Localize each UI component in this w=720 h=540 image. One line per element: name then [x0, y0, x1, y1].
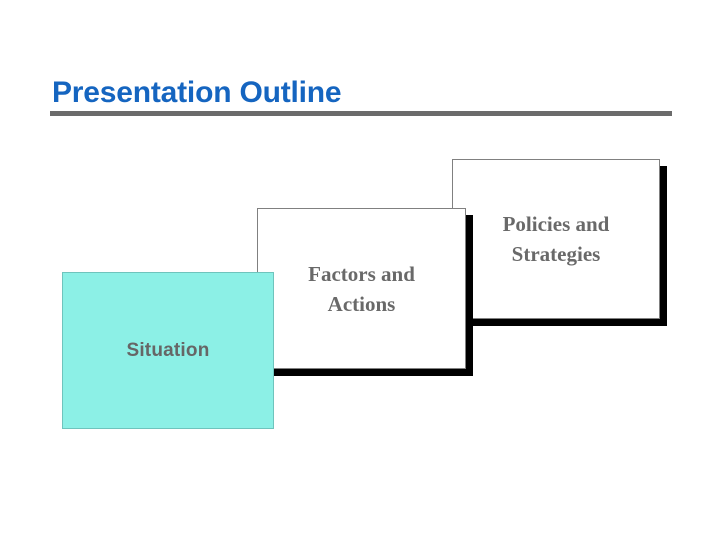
step-label-line-1: Policies and	[502, 212, 610, 236]
step-card-policies[interactable]: Policies and Strategies	[452, 159, 660, 319]
step-label-line-2: Actions	[327, 291, 396, 316]
step-card-situation[interactable]: Situation	[62, 272, 274, 429]
step-label-line-1: Factors and	[308, 261, 415, 286]
step-label-line-2: Strategies	[511, 242, 601, 266]
slide-title-block: Presentation Outline	[50, 76, 674, 122]
step-card-factors[interactable]: Factors and Actions	[257, 208, 466, 369]
title-underline-rule	[50, 111, 672, 116]
page-title: Presentation Outline	[52, 76, 342, 109]
step-label-factors: Factors and Actions	[298, 259, 425, 319]
step-label-policies: Policies and Strategies	[493, 209, 620, 269]
step-label-situation: Situation	[126, 339, 210, 361]
